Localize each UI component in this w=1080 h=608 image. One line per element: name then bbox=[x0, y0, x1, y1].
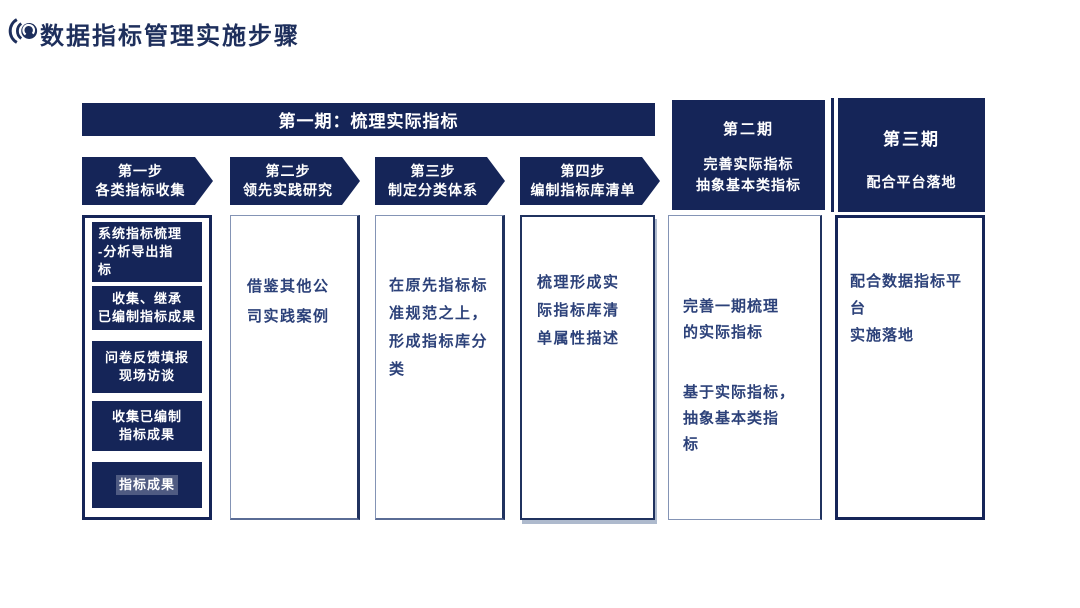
step1-arrow: 第一步 各类指标收集 bbox=[82, 157, 213, 205]
task-item-collect-compiled: 收集已编制 指标成果 bbox=[92, 401, 202, 451]
phase3-accent-line bbox=[831, 98, 834, 212]
step2-arrow: 第二步 领先实践研究 bbox=[230, 157, 360, 205]
step4-body-column: 梳理形成实 际指标库清 单属性描述 bbox=[520, 215, 655, 520]
step3-arrow: 第三步 制定分类体系 bbox=[375, 157, 505, 205]
highlighted-text: 指标成果 bbox=[115, 475, 178, 495]
step4-arrow: 第四步 编制指标库清单 bbox=[520, 157, 660, 205]
step2-name: 领先实践研究 bbox=[243, 182, 333, 198]
phase1-banner: 第一期：梳理实际指标 bbox=[82, 103, 655, 136]
step1-task-column: 系统指标梳理 -分析导出指 标 收集、继承 已编制指标成果 问卷反馈填报 现场访… bbox=[82, 215, 212, 520]
task-item-indicator-results: 指标成果 bbox=[92, 462, 202, 508]
phase3-header-box: 第三期 配合平台落地 bbox=[838, 98, 985, 212]
step4-label: 第四步 bbox=[560, 163, 606, 179]
step2-body-column: 借鉴其他公 司实践案例 bbox=[230, 215, 360, 520]
step1-label: 第一步 bbox=[118, 163, 163, 179]
step3-label: 第三步 bbox=[410, 163, 456, 179]
task-item-questionnaire: 问卷反馈填报 现场访谈 bbox=[92, 341, 202, 393]
task-item-system-sorting: 系统指标梳理 -分析导出指 标 bbox=[92, 222, 202, 282]
step3-name: 制定分类体系 bbox=[388, 182, 478, 198]
task-item-collect-inherit: 收集、继承 已编制指标成果 bbox=[92, 286, 202, 330]
phase3-title: 第三期 bbox=[883, 130, 940, 149]
step4-name: 编制指标库清单 bbox=[530, 182, 636, 198]
step2-label: 第二步 bbox=[265, 163, 311, 179]
phase3-body-column: 配合数据指标平台 实施落地 bbox=[835, 215, 985, 520]
phase2-body-paragraph1: 完善一期梳理 的实际指标 bbox=[683, 298, 780, 341]
phase3-subtitle: 配合平台落地 bbox=[866, 174, 957, 190]
phase2-body-column: 完善一期梳理 的实际指标 基于实际指标， 抽象基本类指 标 bbox=[668, 215, 822, 520]
phase2-title: 第二期 bbox=[722, 121, 774, 138]
phase2-body-paragraph2: 基于实际指标， 抽象基本类指 标 bbox=[683, 384, 796, 453]
phase2-header-box: 第二期 完善实际指标 抽象基本类指标 bbox=[672, 100, 825, 210]
page-title: 数据指标管理实施步骤 bbox=[40, 23, 300, 50]
phase2-subtitle: 完善实际指标 抽象基本类指标 bbox=[696, 156, 801, 193]
step1-name: 各类指标收集 bbox=[95, 182, 186, 198]
company-logo-icon bbox=[8, 18, 38, 44]
step3-body-column: 在原先指标标 准规范之上， 形成指标库分 类 bbox=[375, 215, 505, 520]
